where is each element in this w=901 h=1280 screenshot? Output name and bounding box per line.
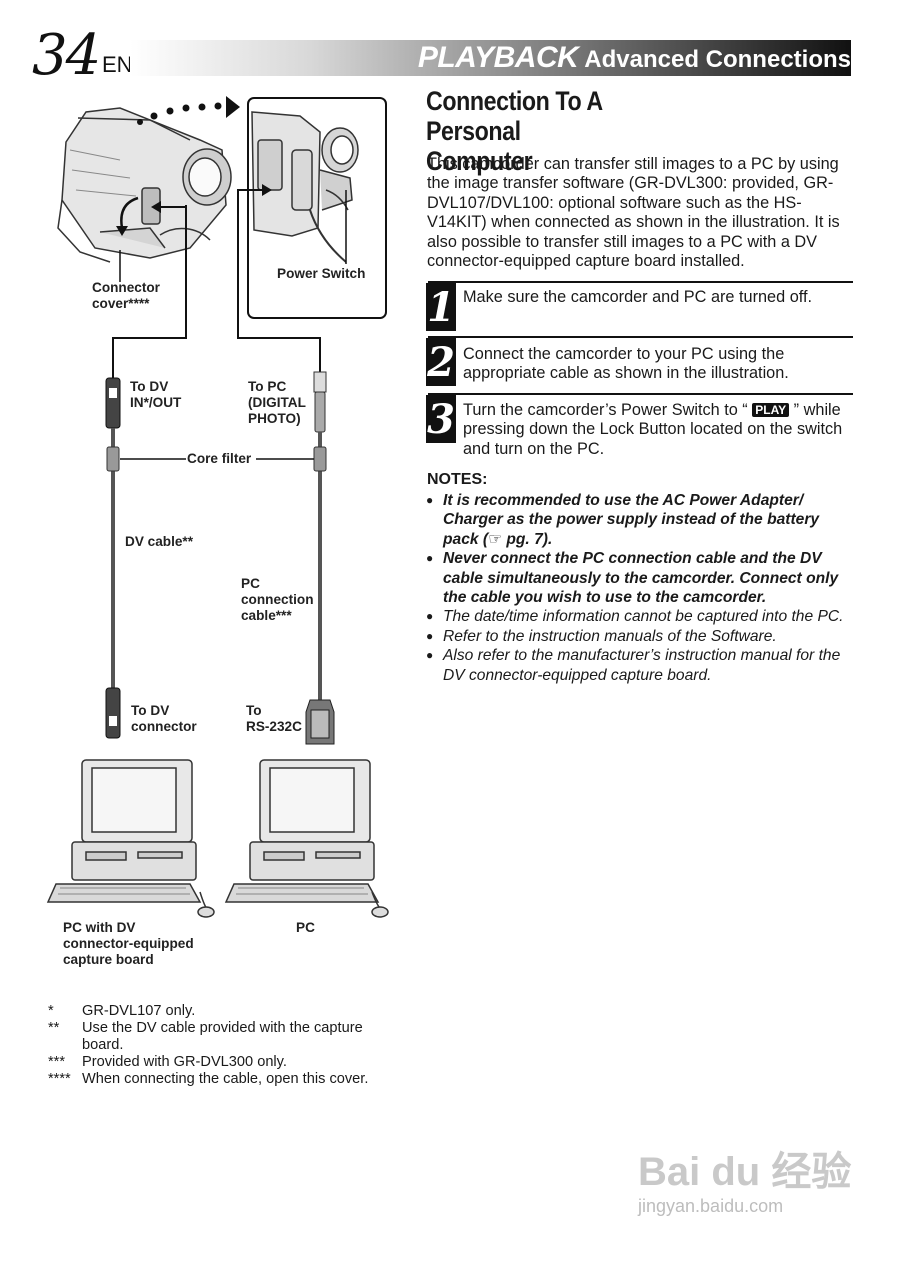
language-code: EN xyxy=(102,52,133,77)
dv-cable-label: DV cable** xyxy=(125,534,194,549)
note-item: Refer to the instruction manuals of the … xyxy=(426,627,858,647)
dv-port-leader xyxy=(112,205,187,378)
step-number: 2 xyxy=(426,338,456,386)
watermark: Bai du 经验 jingyan.baidu.com xyxy=(638,1150,858,1217)
pc-label: PC xyxy=(296,920,315,935)
dv-cable xyxy=(105,377,121,739)
note-item: The date/time information cannot be capt… xyxy=(426,607,858,627)
note-item: Also refer to the manufacturer’s instruc… xyxy=(426,646,858,685)
footnote-item: ***Provided with GR-DVL300 only. xyxy=(48,1054,287,1070)
header-bar xyxy=(130,40,851,76)
camcorder-side-illustration xyxy=(251,111,359,263)
step-text: Turn the camcorder’s Power Switch to “ P… xyxy=(463,401,843,458)
step-divider xyxy=(428,393,853,395)
notes-heading: NOTES: xyxy=(427,471,488,488)
step-text: Connect the camcorder to your PC using t… xyxy=(463,345,789,383)
step-number: 1 xyxy=(426,283,456,331)
notes-list: It is recommended to use the AC Power Ad… xyxy=(426,491,858,685)
article-title: Connection To A Personal Computer xyxy=(426,86,602,176)
page-number: 34 xyxy=(32,23,101,88)
note-item: Never connect the PC connection cable an… xyxy=(426,549,858,607)
dotted-arrow xyxy=(137,96,240,125)
footnote-item: *GR-DVL107 only. xyxy=(48,1003,196,1019)
note-item: It is recommended to use the AC Power Ad… xyxy=(426,491,858,549)
subsection-name: Advanced Connections xyxy=(584,46,851,73)
power-switch-label: Power Switch xyxy=(277,266,366,281)
computer-illustration xyxy=(224,759,389,918)
step-divider xyxy=(428,336,853,338)
intro-paragraph: This camcorder can transfer still images… xyxy=(427,155,840,271)
footnote-item: **Use the DV cable provided with the cap… xyxy=(48,1020,363,1053)
watermark-url: jingyan.baidu.com xyxy=(638,1196,784,1216)
footnotes: *GR-DVL107 only. **Use the DV cable prov… xyxy=(48,1003,398,1088)
watermark-logo: Bai du 经验 xyxy=(638,1150,852,1194)
camcorder-illustration xyxy=(57,107,232,263)
step-text: Make sure the camcorder and PC are turne… xyxy=(463,288,813,306)
pc-cable xyxy=(305,371,335,745)
step-divider xyxy=(428,281,853,283)
section-name: PLAYBACK xyxy=(417,41,579,74)
computer-illustration xyxy=(46,759,215,918)
pc-port-leader xyxy=(237,189,321,378)
play-mode-badge: PLAY xyxy=(752,403,790,417)
footnote-item: ****When connecting the cable, open this… xyxy=(48,1071,369,1087)
core-filter-label: Core filter xyxy=(187,451,252,466)
cover-arrow xyxy=(120,196,139,229)
step-number: 3 xyxy=(426,395,456,443)
connection-diagram xyxy=(46,96,389,918)
